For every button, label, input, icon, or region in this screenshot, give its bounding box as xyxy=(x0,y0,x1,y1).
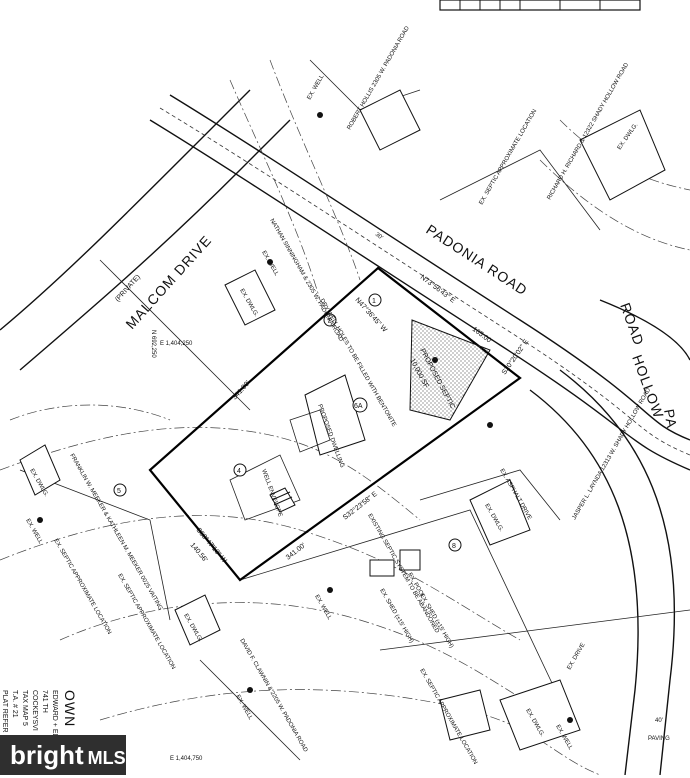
owner-line: T.A. # 21 xyxy=(11,690,18,718)
lot-markers xyxy=(113,293,462,552)
owner-line: 741 TH xyxy=(41,690,48,713)
paving-label: PAVING xyxy=(648,736,670,742)
coord-bottom-label: E 1,404,750 xyxy=(170,756,203,762)
coord-n-label: N 692,250 xyxy=(150,330,156,358)
existing-buildings xyxy=(19,89,666,751)
owner-line: TAX MAP 5 xyxy=(21,690,28,726)
owner-block-title: OWN xyxy=(62,690,78,727)
watermark-suffix: MLS xyxy=(87,748,126,768)
padonia-road xyxy=(149,94,690,471)
well-markers xyxy=(37,112,573,723)
lot-number: 4 xyxy=(237,468,241,475)
width-40-label: 40' xyxy=(655,718,663,724)
owner-line: PLAT REFER xyxy=(1,690,8,733)
bearing-north: N73°56'43" E xyxy=(419,273,457,305)
proposed-dwelling xyxy=(289,374,366,456)
width-30-label: 30' xyxy=(374,232,384,242)
ex-well-label-3: EX. WELL xyxy=(234,694,253,722)
owner-line: EDWARD + EL xyxy=(51,690,58,737)
hollow-road xyxy=(529,299,690,775)
owner-jasper: JASPER L. LAYNDA 12313 W. SHADY HOLLOW R… xyxy=(572,387,653,521)
lot-number: 1 xyxy=(372,298,376,305)
ex-septic-label-2: EX. SEPTIC APPROXIMATE LOCATION xyxy=(52,538,112,636)
owner-david: DAVID F. CLAWNIN & 2205 W. PADONIA ROAD xyxy=(238,638,308,754)
bearing-east: S20°20'02" E xyxy=(500,337,530,376)
pa-road-label: PA xyxy=(661,408,680,430)
neighbour-lot-lines xyxy=(19,59,690,761)
well-envelope xyxy=(229,454,301,521)
bearing-southwest-distance: 140.56' xyxy=(188,542,208,564)
lot-number: 5 xyxy=(117,488,121,495)
scale-bar xyxy=(439,0,641,11)
lot-number: 7 xyxy=(327,318,331,325)
bearing-west-distance: 341.00' xyxy=(231,380,251,402)
ex-well-label: EX. WELL xyxy=(260,250,279,278)
malcom-drive xyxy=(0,89,291,371)
proposed-septic-area xyxy=(409,319,491,421)
owner-block: OWN EDWARD + EL 741 TH COCKEYSVI TAX MAP… xyxy=(1,690,78,737)
ex-septic-label: EX. SEPTIC APPROXIMATE LOCATION xyxy=(479,108,539,206)
ex-well-label-2: EX. WELL xyxy=(313,594,332,622)
ex-well-label-5: EX. WELL xyxy=(307,73,326,101)
owner-line: COCKEYSVI xyxy=(31,690,38,731)
lot-number: 8 xyxy=(452,543,456,550)
contour-lines xyxy=(0,59,690,775)
watermark-brand: bright xyxy=(10,740,84,770)
ex-shed-label: EX. SHED (±15' HIGH) xyxy=(378,588,414,644)
coord-e-label: E 1,404,250 xyxy=(160,341,193,347)
subject-property-boundary xyxy=(148,266,522,582)
hollow-road-label-2: ROAD xyxy=(617,301,647,348)
ex-drive-label: EX. DRIVE xyxy=(567,642,587,671)
lot-number: 6A xyxy=(354,403,363,410)
